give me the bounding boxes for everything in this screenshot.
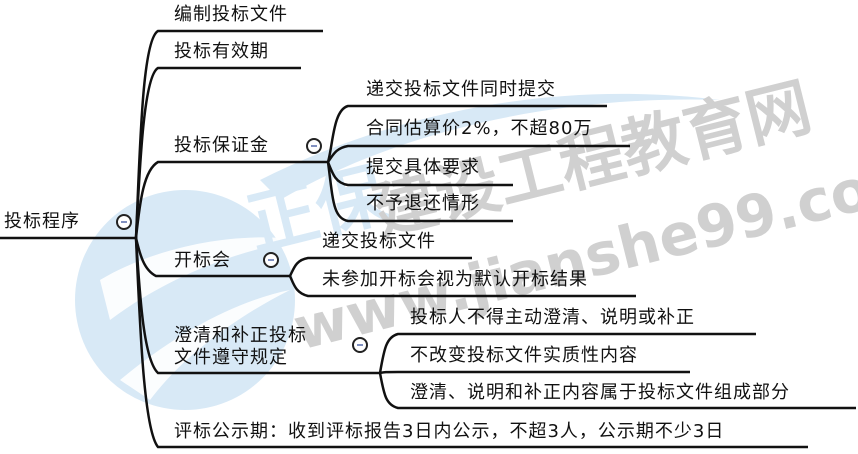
clarification-collapse-toggle-icon[interactable] <box>352 337 368 353</box>
clarification-child-no-change[interactable]: 不改变投标文件实质性内容 <box>410 345 638 366</box>
branch-publicity-period[interactable]: 评标公示期：收到评标报告3日内公示，不超3人，公示期不少3日 <box>174 421 725 442</box>
branch-validity-period[interactable]: 投标有效期 <box>174 41 269 62</box>
bid-bond-child-requirements[interactable]: 提交具体要求 <box>366 157 480 178</box>
branch-clarification-rules[interactable]: 澄清和补正投标 文件遵守规定 <box>174 325 307 368</box>
bid-bond-collapse-toggle-icon[interactable] <box>306 138 322 154</box>
bid-opening-collapse-toggle-icon[interactable] <box>263 252 279 268</box>
bid-bond-child-amount[interactable]: 合同估算价2%，不超80万 <box>366 118 593 139</box>
bid-bond-child-submit[interactable]: 递交投标文件同时提交 <box>366 79 556 100</box>
clarification-child-part-of-document[interactable]: 澄清、说明和补正内容属于投标文件组成部分 <box>410 382 790 403</box>
branch-bid-opening[interactable]: 开标会 <box>174 250 231 271</box>
branch-prepare-documents[interactable]: 编制投标文件 <box>174 4 288 25</box>
bid-bond-child-non-refund[interactable]: 不予退还情形 <box>366 193 480 214</box>
root-node-label: 投标程序 <box>4 211 80 232</box>
clarification-child-no-initiative[interactable]: 投标人不得主动澄清、说明或补正 <box>410 307 695 328</box>
bid-opening-child-absence[interactable]: 未参加开标会视为默认开标结果 <box>322 269 588 290</box>
root-collapse-toggle-icon[interactable] <box>116 214 132 230</box>
bid-opening-child-submit[interactable]: 递交投标文件 <box>322 231 436 252</box>
branch-bid-bond[interactable]: 投标保证金 <box>174 135 269 156</box>
